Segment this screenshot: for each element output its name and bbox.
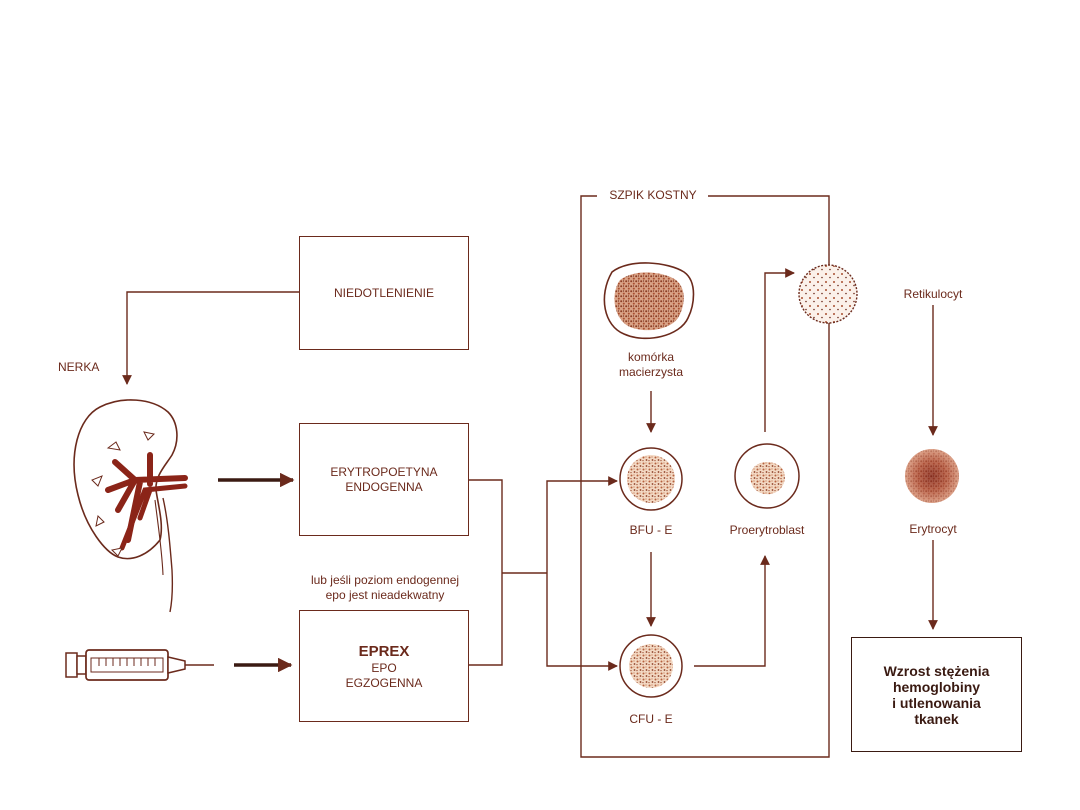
exogenous-label: EGZOGENNA: [345, 675, 423, 690]
syringe-icon: [65, 649, 214, 681]
hypoxia-label: NIEDOTLENIENIE: [333, 285, 435, 300]
epo-note-line2: epo jest nieadekwatny: [325, 588, 445, 602]
hypoxia-box: NIEDOTLENIENIE: [299, 236, 469, 350]
epo-note-line1: lub jeśli poziom endogennej: [310, 573, 460, 587]
cfu-e-cell-icon: [619, 634, 683, 698]
cfu-to-proerythroblast-arrow: [694, 555, 770, 667]
epo-to-bfu-arrow: [546, 476, 618, 573]
epo-note: lub jeśli poziom endogennej epo jest nie…: [300, 573, 470, 603]
stem-cell-icon: [603, 262, 695, 340]
proerythroblast-label: Proerytroblast: [729, 523, 805, 537]
bfu-e-label: BFU - E: [629, 523, 673, 537]
bfu-e-cell-icon: [619, 447, 683, 511]
exogenous-epo-box: EPREX EPO EGZOGENNA: [299, 610, 469, 722]
erythrocyte-cell-icon: [905, 449, 959, 503]
endogenous-line2: ENDOGENNA: [345, 479, 423, 494]
result-box: Wzrost stężenia hemoglobiny i utlenowani…: [851, 637, 1022, 752]
result-line4: tkanek: [914, 710, 959, 727]
erythrocyte-label: Erytrocyt: [909, 522, 957, 536]
bone-marrow-label: SZPIK KOSTNY: [603, 188, 703, 203]
reticulocyte-cell-icon: [798, 264, 858, 324]
reticulocyte-label: Retikulocyt: [903, 287, 963, 301]
stem-line2: macierzysta: [618, 365, 683, 379]
stem-cell-label: komórka macierzysta: [601, 350, 701, 380]
bone-marrow-frame: [580, 195, 830, 758]
stem-line1: komórka: [627, 350, 674, 364]
proerythroblast-to-reticulocyte-arrow: [764, 268, 795, 432]
hypoxia-to-kidney-arrow: [122, 291, 299, 385]
epo-to-cfu-arrow: [546, 573, 618, 671]
epo-label: EPO: [371, 660, 397, 675]
endogenous-epo-box: ERYTROPOETYNA ENDOGENNA: [299, 423, 469, 536]
endogenous-line1: ERYTROPOETYNA: [330, 464, 438, 479]
eprex-label: EPREX: [358, 642, 410, 660]
result-line3: i utlenowania: [892, 694, 981, 711]
kidney-label: NERKA: [58, 360, 100, 374]
result-line2: hemoglobiny: [892, 678, 981, 695]
result-line1: Wzrost stężenia: [883, 662, 990, 679]
proerythroblast-cell-icon: [734, 443, 800, 509]
kidney-icon: [73, 399, 188, 613]
epo-merge-line: [469, 479, 503, 666]
cfu-e-label: CFU - E: [629, 712, 673, 726]
